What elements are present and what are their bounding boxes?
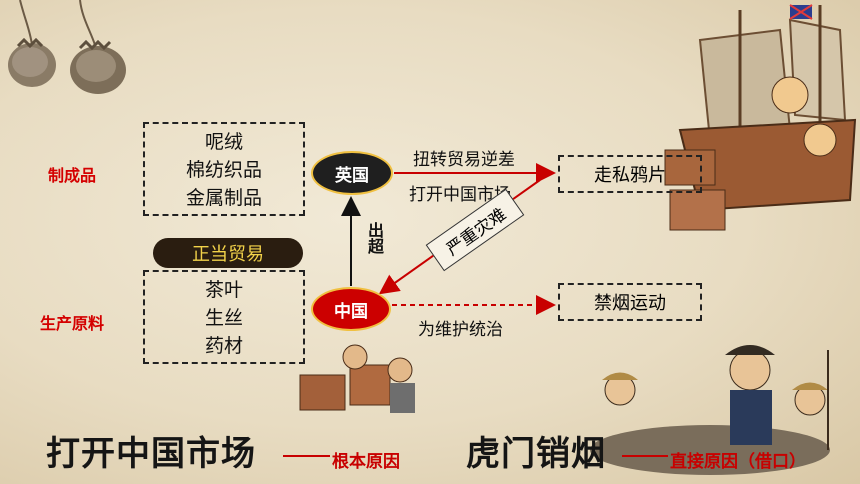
maintain-rule-label: 为维护统治 [418, 320, 503, 340]
china-node: 中国 [311, 287, 391, 331]
raw-materials-label: 生产原料 [40, 314, 105, 333]
manufactured-item: 呢绒 [204, 131, 243, 153]
opium-ban-box: 禁烟运动 [558, 283, 702, 321]
reverse-trade-deficit-label: 扭转贸易逆差 [413, 150, 515, 170]
raw-material-item: 药材 [204, 335, 243, 357]
direct-cause-heading: 虎门销烟 [466, 434, 606, 474]
raw-material-item: 茶叶 [204, 279, 243, 301]
britain-node: 英国 [311, 151, 393, 195]
manufactured-goods-box: 呢绒 棉纺织品 金属制品 [143, 122, 305, 216]
root-cause-heading: 打开中国市场 [46, 434, 256, 474]
poppy-pods-illustration [8, 0, 126, 94]
porters-crates-illustration [299, 344, 415, 413]
root-cause-note: 根本原因 [332, 452, 400, 472]
raw-materials-box: 茶叶 生丝 药材 [143, 270, 305, 364]
open-china-market-label: 打开中国市场 [409, 185, 511, 205]
manufactured-item: 棉纺织品 [185, 159, 262, 181]
opium-ban-text: 禁烟运动 [594, 293, 666, 314]
manufactured-item: 金属制品 [185, 187, 262, 209]
manufactured-goods-label: 制成品 [48, 166, 97, 185]
export-surplus-label: 出超 [365, 222, 384, 254]
direct-cause-note: 直接原因（借口） [670, 452, 806, 472]
opium-smuggling-box: 走私鸦片 [558, 155, 702, 193]
opium-smuggling-text: 走私鸦片 [594, 165, 666, 186]
qing-officials-illustration [590, 345, 830, 475]
legit-trade-badge: 正当贸易 [153, 238, 303, 268]
british-ship-illustration [664, 4, 857, 231]
raw-material-item: 生丝 [204, 307, 243, 329]
